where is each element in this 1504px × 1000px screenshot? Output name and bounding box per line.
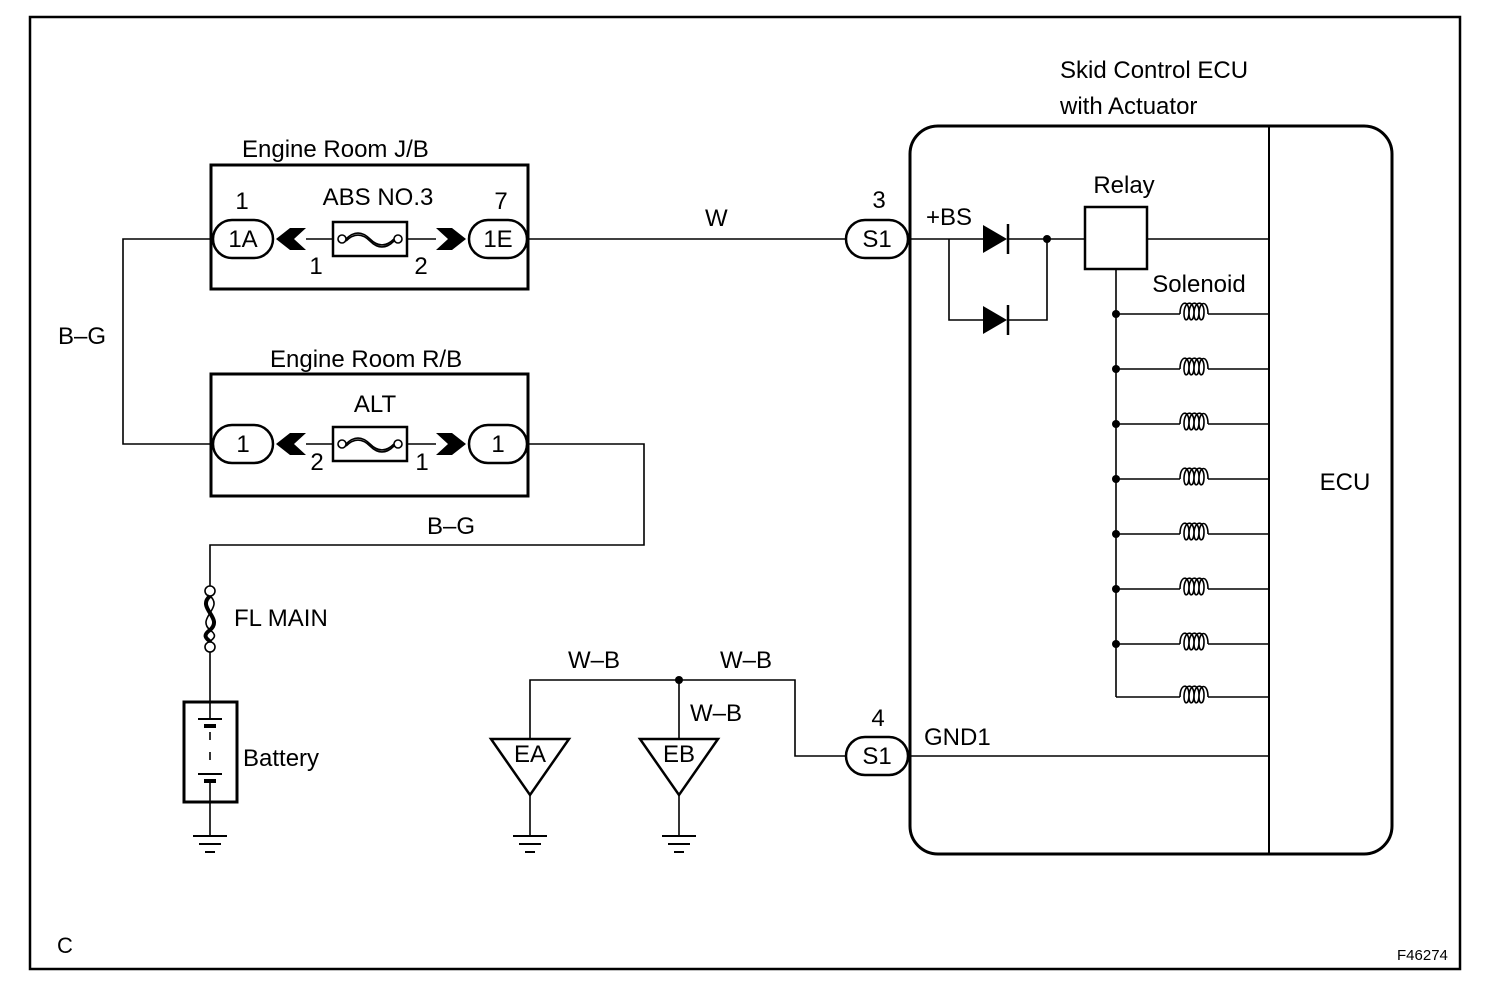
- fuse-alt-icon: [331, 425, 409, 463]
- fuse-abs-pin-right: 2: [414, 253, 427, 280]
- ground-terminal-label: GND1: [924, 724, 991, 751]
- battery-label: Battery: [243, 745, 319, 772]
- diode-upper-icon: [983, 225, 1007, 253]
- solenoid-7: [1112, 632, 1269, 651]
- power-terminal-label: +BS: [926, 204, 972, 231]
- ground-point-ea: EA: [488, 737, 572, 853]
- terminal-arrow-right: [436, 228, 466, 250]
- wire-w-label: W: [705, 205, 728, 232]
- ground-eb-icon: [637, 737, 721, 798]
- solenoid-4: [1112, 467, 1269, 486]
- connector-s1-ground-label: S1: [862, 743, 891, 770]
- engine-room-jb: Engine Room J/B 1A 1 1E 7 ABS NO.3 1 2: [209, 136, 530, 291]
- solenoid-label: Solenoid: [1152, 271, 1245, 298]
- terminal-arrow-left: [276, 228, 306, 250]
- solenoid-3: [1112, 412, 1269, 431]
- relay-icon: [1083, 205, 1149, 271]
- fuse-abs-no3-label: ABS NO.3: [323, 184, 434, 211]
- connector-s1-power-pin: 3: [872, 187, 885, 214]
- connector-1e-label: 1E: [483, 226, 512, 253]
- ecu-title-line1: Skid Control ECU: [1060, 57, 1248, 84]
- wire-b-g-left-label: B–G: [58, 323, 106, 350]
- ground-ea-label: EA: [514, 741, 546, 768]
- skid-control-ecu: Skid Control ECU with Actuator ECU S1 3 …: [844, 57, 1394, 856]
- fuse-alt-pin-left: 2: [310, 449, 323, 476]
- connector-1a-label: 1A: [228, 226, 257, 253]
- ground-point-eb: EB: [637, 737, 721, 853]
- solenoid-2: [1112, 357, 1269, 376]
- solenoid-1: [1112, 302, 1269, 321]
- connector-1e-pin: 7: [494, 188, 507, 215]
- fl-main-fusible-link: FL MAIN: [203, 585, 328, 653]
- figure-id: F46274: [1397, 947, 1448, 964]
- wire-w-b-right-label: W–B: [720, 647, 772, 674]
- connector-s1-ground-pin: 4: [871, 705, 884, 732]
- wire-w-b-eb-label: W–B: [690, 700, 742, 727]
- wire-w-b-left-label: W–B: [568, 647, 620, 674]
- ground-junction: [675, 676, 683, 684]
- terminal-arrow-rb-left: [276, 433, 306, 455]
- engine-room-jb-title: Engine Room J/B: [242, 136, 429, 163]
- connector-rb-left-label: 1: [236, 431, 249, 458]
- wire-w-b: [529, 679, 846, 757]
- fuse-abs-pin-left: 1: [309, 253, 322, 280]
- battery-ground-icon: [193, 835, 227, 853]
- connector-s1-power-label: S1: [862, 226, 891, 253]
- ecu-housing: [908, 124, 1394, 856]
- ecu-label: ECU: [1320, 469, 1371, 496]
- diagram-frame: [28, 15, 1462, 971]
- connector-1a-pin: 1: [235, 188, 248, 215]
- engine-room-rb-title: Engine Room R/B: [270, 346, 462, 373]
- wire-b-g-bottom-label: B–G: [427, 513, 475, 540]
- solenoid-6: [1112, 577, 1269, 596]
- fuse-abs-no3-icon: [331, 220, 409, 258]
- battery: Battery: [182, 700, 319, 804]
- solenoid-8: [1116, 685, 1269, 704]
- wire-b-g-left: [122, 238, 213, 445]
- diode-lower-icon: [983, 306, 1007, 334]
- fl-main-label: FL MAIN: [234, 605, 328, 632]
- fuse-alt-pin-right: 1: [415, 449, 428, 476]
- corner-label: C: [57, 933, 73, 958]
- engine-room-rb: Engine Room R/B 1 1 ALT 2 1: [209, 346, 530, 498]
- ground-eb-label: EB: [663, 741, 695, 768]
- solenoid-5: [1112, 522, 1269, 541]
- ecu-title-line2: with Actuator: [1059, 93, 1197, 120]
- fuse-alt-label: ALT: [354, 391, 397, 418]
- relay-label: Relay: [1093, 172, 1154, 199]
- ground-ea-icon: [488, 737, 572, 798]
- wire-b-g-bottom: [209, 443, 645, 590]
- terminal-arrow-rb-right: [436, 433, 466, 455]
- connector-rb-right-label: 1: [491, 431, 504, 458]
